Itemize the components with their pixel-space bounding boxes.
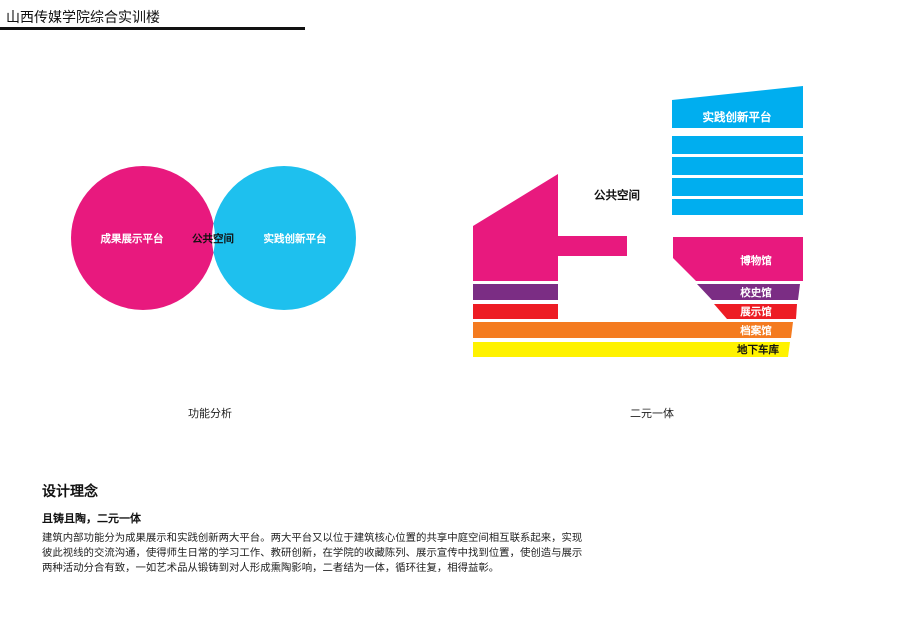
venn-caption: 功能分析 — [188, 407, 232, 420]
main-mass-left — [473, 174, 627, 281]
concept-subheading: 且铸且陶，二元一体 — [42, 512, 141, 525]
concept-heading: 设计理念 — [42, 484, 98, 500]
venn-left-label: 成果展示平台 — [101, 232, 164, 245]
layer-label-archive: 档案馆 — [739, 324, 772, 337]
concept-line: 建筑内部功能分为成果展示和实践创新两大平台。两大平台又以位于建筑核心位置的共享中… — [42, 532, 583, 544]
layer-band — [473, 342, 790, 357]
venn-diagram: 成果展示平台 公共空间 实践创新平台 — [71, 166, 356, 310]
top-block-stripe — [672, 157, 803, 175]
venn-center-label: 公共空间 — [192, 232, 234, 245]
section-caption: 二元一体 — [630, 407, 674, 420]
layer-label-history: 校史馆 — [740, 286, 772, 299]
title-underline — [0, 27, 305, 30]
top-block — [672, 86, 803, 128]
concept-line: 两种活动分合有致，一如艺术品从锻铸到对人形成熏陶影响，二者结为一体，循环往复，相… — [42, 562, 500, 574]
layer-label-exhibition: 展示馆 — [740, 305, 772, 318]
top-block-label: 实践创新平台 — [703, 110, 772, 124]
section-diagram: 实践创新平台 公共空间 博物馆 校史馆 展示馆 档案馆 地下车库 — [473, 86, 803, 357]
concept-body: 建筑内部功能分为成果展示和实践创新两大平台。两大平台又以位于建筑核心位置的共享中… — [42, 531, 602, 576]
public-space-label: 公共空间 — [594, 188, 640, 202]
layer-band — [697, 284, 800, 300]
top-block-stripe — [672, 136, 803, 154]
venn-right-circle — [212, 166, 356, 310]
top-block-stripe — [672, 178, 803, 196]
concept-line: 彼此视线的交流沟通，使得师生日常的学习工作、教研创新，在学院的收藏陈列、展示宣传… — [42, 547, 583, 559]
layer-band — [473, 322, 793, 338]
venn-left-circle — [71, 166, 215, 310]
layer-label-museum: 博物馆 — [740, 254, 772, 267]
main-mass-right — [673, 237, 803, 281]
layer-label-parking: 地下车库 — [737, 343, 779, 356]
top-block-stripe — [672, 199, 803, 215]
page-title: 山西传媒学院综合实训楼 — [6, 10, 160, 26]
venn-right-label: 实践创新平台 — [264, 232, 327, 245]
layer-band — [473, 284, 558, 300]
layer-band — [473, 304, 558, 319]
layer-band — [714, 304, 797, 319]
